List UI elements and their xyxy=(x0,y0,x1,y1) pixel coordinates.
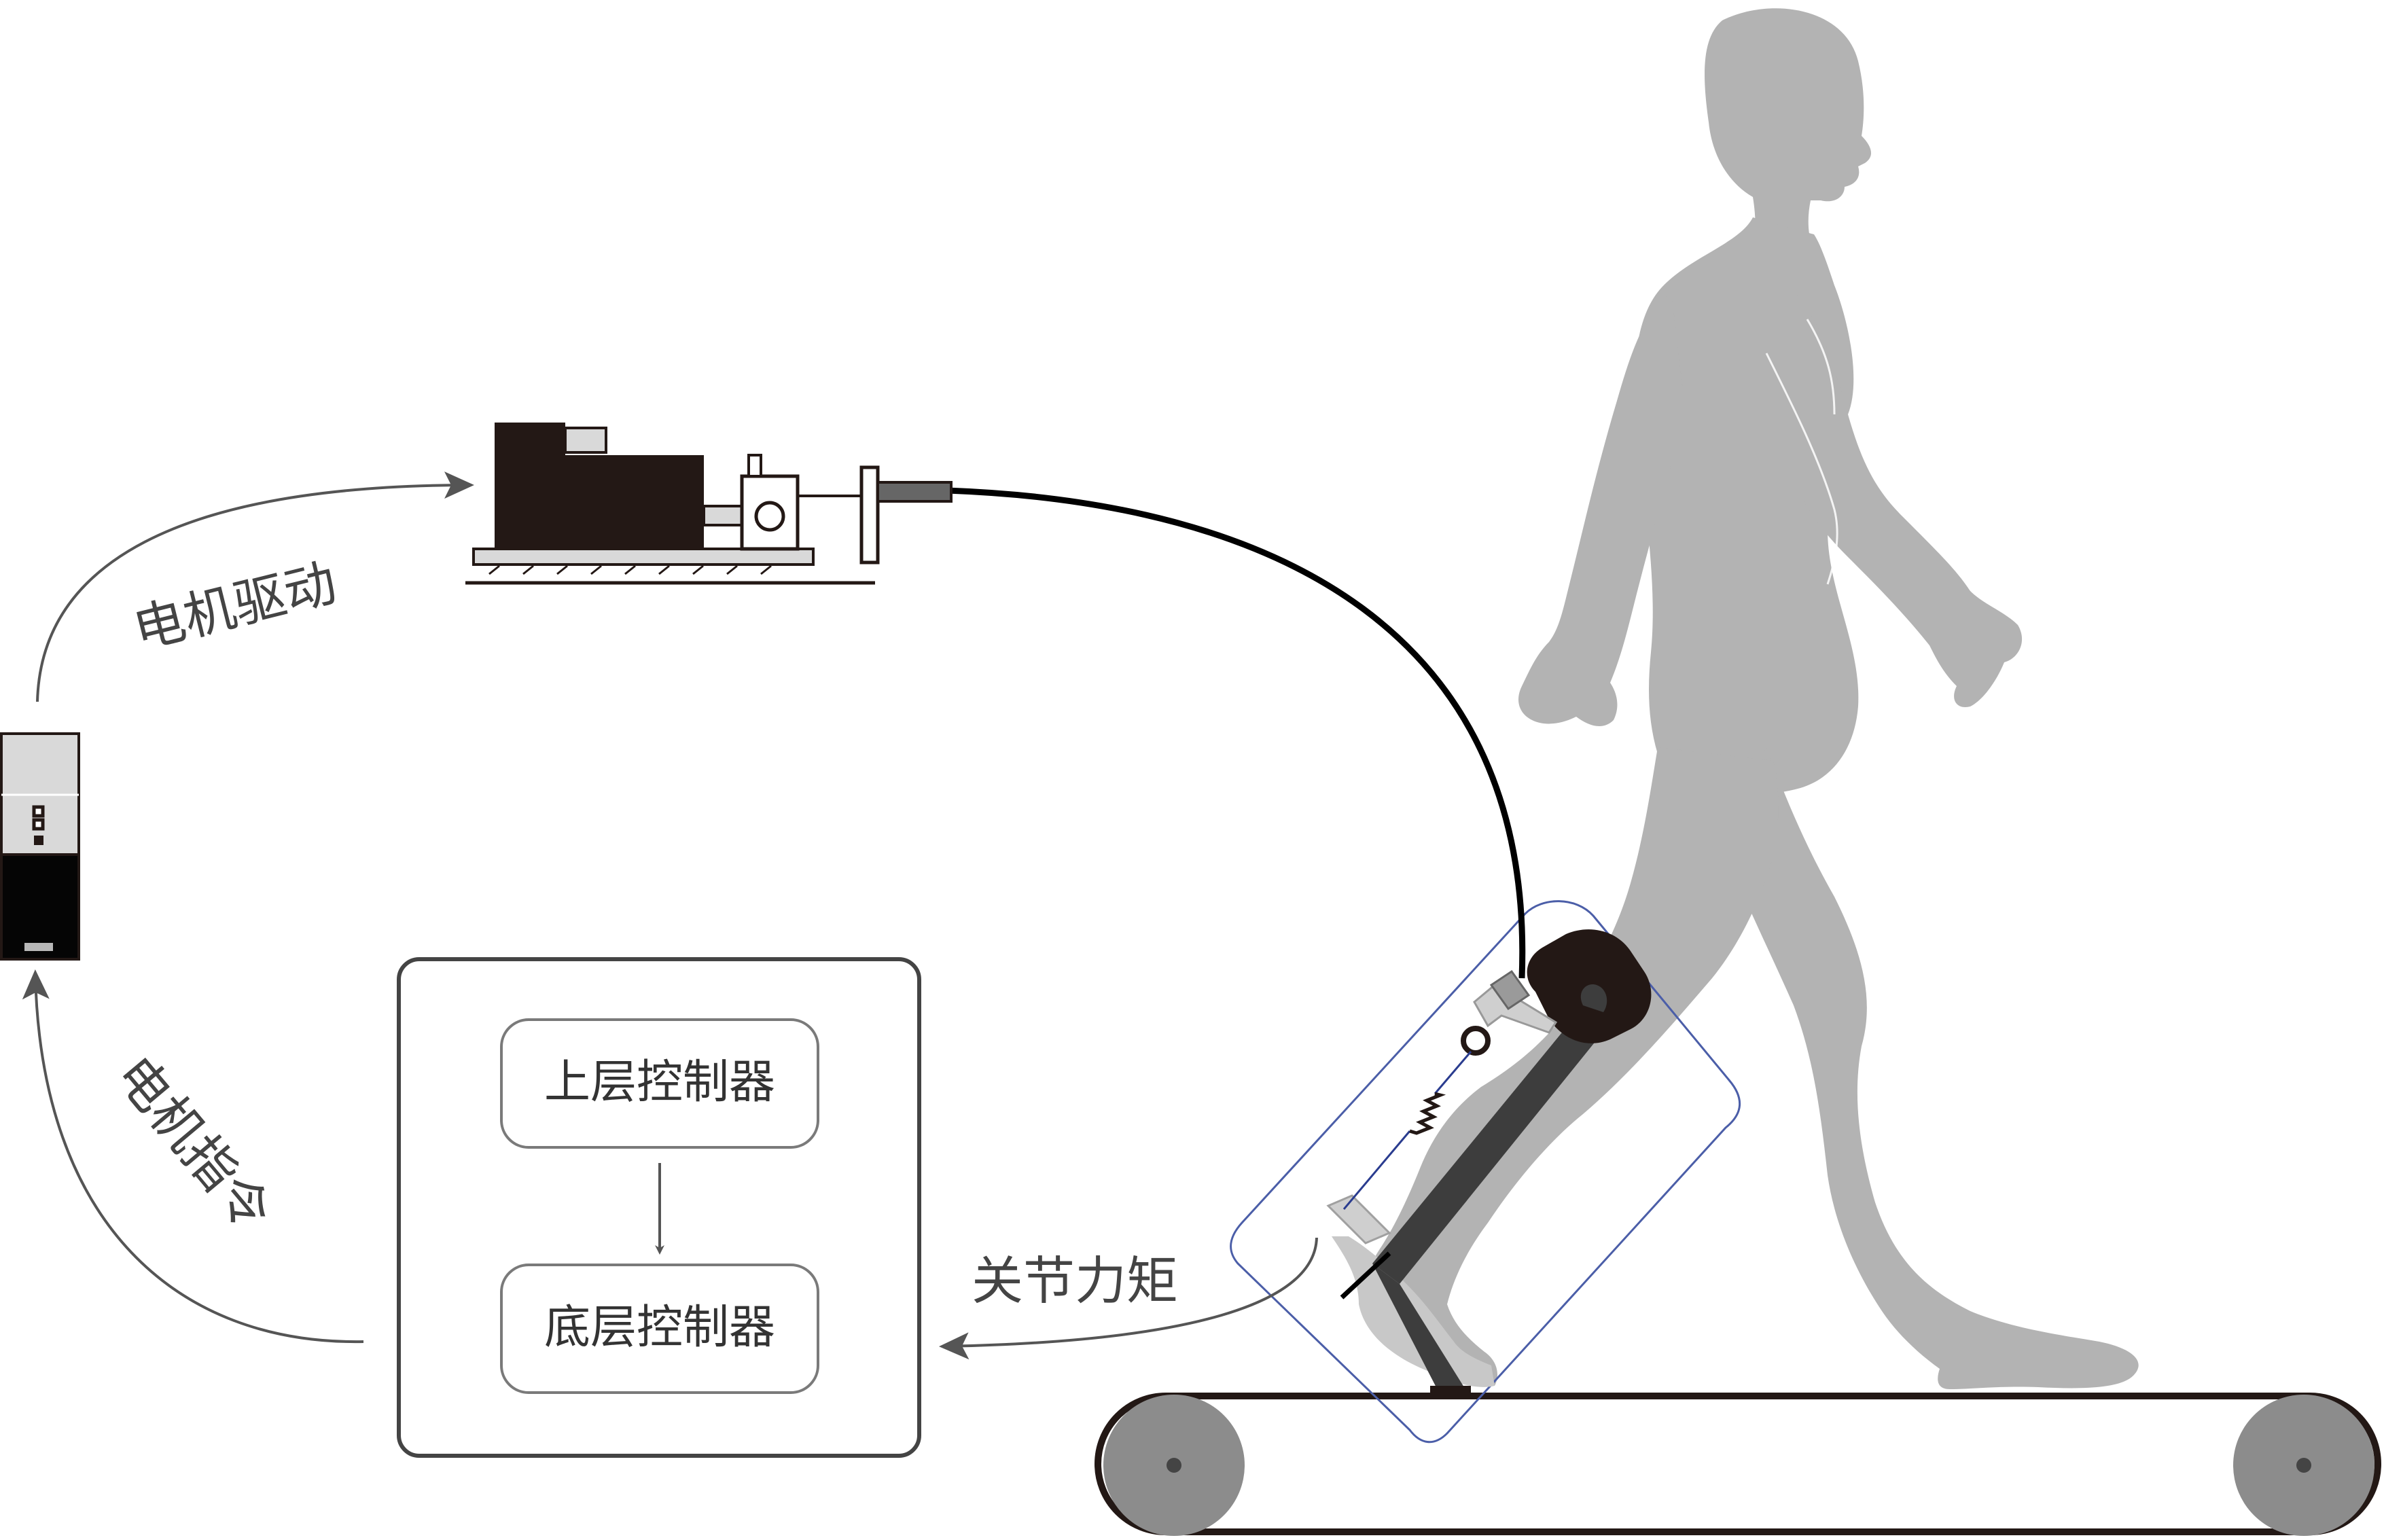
human-contour-line xyxy=(1806,319,1836,415)
driver-indicator-1 xyxy=(32,805,45,818)
treadmill-axle-left xyxy=(1167,1458,1181,1473)
motor-drive-arrow xyxy=(36,471,474,702)
human-contour-line xyxy=(1765,353,1838,585)
exoskeleton-foot-strut xyxy=(1372,1264,1467,1393)
motor-top-cap xyxy=(564,427,607,454)
human-front-arm xyxy=(1794,292,2023,707)
servo-motor-icon xyxy=(465,423,953,585)
exoskeleton-shank-strut xyxy=(1372,999,1614,1284)
exoskeleton-inner-cable xyxy=(1342,1051,1472,1210)
treadmill-axle-right xyxy=(2296,1458,2311,1473)
lower-controller-label: 底层控制器 xyxy=(544,1301,775,1355)
motor-flange xyxy=(859,465,880,565)
exoskeleton-pulley xyxy=(1461,1026,1491,1056)
motor-gearbox xyxy=(740,474,800,551)
driver-port xyxy=(24,943,53,951)
walking-human-silhouette xyxy=(1369,8,2139,1389)
exoskeleton-cable-connector xyxy=(1489,969,1531,1011)
ankle-exoskeleton-icon xyxy=(1230,900,1741,1444)
exoskeleton-toe-tip xyxy=(1430,1386,1471,1395)
bowden-cable xyxy=(947,487,1526,979)
motor-base-hatch xyxy=(488,565,772,575)
exoskeleton-heel-plate xyxy=(1326,1194,1391,1244)
controller-box: 上层控制器 底层控制器 xyxy=(397,957,921,1458)
motor-command-arrow xyxy=(22,969,364,1344)
lower-controller-box xyxy=(500,1264,819,1394)
upper-controller-box xyxy=(500,1018,819,1149)
motor-shaft-coupling xyxy=(702,505,745,526)
motor-base-plate xyxy=(472,548,815,566)
motor-driver-icon xyxy=(0,732,80,961)
joint-torque-arrow xyxy=(939,1237,1318,1360)
driver-indicator-3 xyxy=(34,836,43,845)
motor-gearbox-stud xyxy=(747,454,762,478)
motor-body xyxy=(495,423,704,549)
motor-command-label: 电机指令 xyxy=(105,1045,284,1242)
driver-indicator-2 xyxy=(32,818,45,831)
exoskeleton-heel-bar xyxy=(1340,1251,1391,1300)
driver-lower-panel xyxy=(0,853,80,961)
treadmill-belt xyxy=(1095,1393,2381,1535)
human-back-arm xyxy=(1518,292,1685,727)
upper-controller-label: 上层控制器 xyxy=(544,1056,775,1109)
motor-drive-label: 电机驱动 xyxy=(127,552,342,660)
exoskeleton-cuff-hinge xyxy=(1580,984,1607,1012)
exoskeleton-spring xyxy=(1409,1092,1446,1135)
human-head xyxy=(1705,8,1872,262)
motor-cable-anchor xyxy=(876,481,953,503)
human-front-leg xyxy=(1719,747,2139,1389)
exoskeleton-highlight-outline xyxy=(1230,900,1741,1444)
treadmill-icon xyxy=(1095,1393,2381,1536)
joint-torque-label: 关节力矩 xyxy=(972,1251,1178,1311)
motor-gearbox-hole xyxy=(754,501,785,532)
